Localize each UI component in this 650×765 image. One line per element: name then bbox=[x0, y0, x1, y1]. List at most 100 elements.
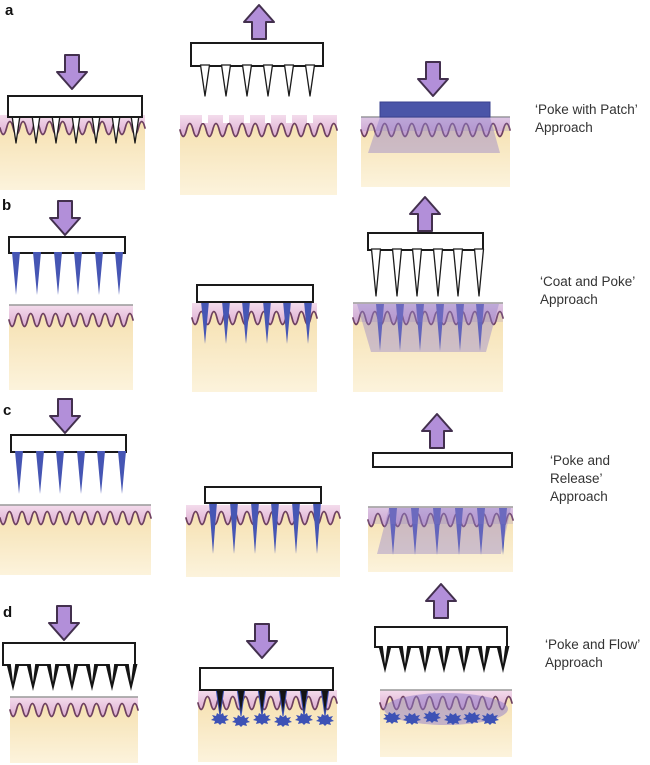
approach-label-d: ‘Poke and Flow’ Approach bbox=[545, 637, 641, 670]
hollow-needle bbox=[477, 646, 491, 673]
drug-diffusion-wash bbox=[368, 508, 513, 524]
drug-coated-needle bbox=[74, 252, 82, 295]
drug-coated-needle-array bbox=[12, 252, 123, 295]
skin-cross-section bbox=[191, 303, 318, 392]
row-letter-d: d bbox=[3, 604, 13, 621]
microneedle bbox=[473, 248, 485, 297]
dissolvable-needle bbox=[36, 451, 44, 494]
drug-diffusion-region bbox=[377, 508, 511, 554]
microneedle bbox=[304, 64, 316, 97]
microneedle bbox=[199, 64, 211, 97]
row-d-panel-1 bbox=[2, 605, 139, 763]
hollow-needle bbox=[65, 664, 79, 691]
microneedle-array bbox=[199, 64, 316, 97]
empty-patch bbox=[372, 452, 513, 468]
epidermis bbox=[353, 303, 503, 325]
epidermis-boundary bbox=[179, 122, 338, 138]
approach-label-a: ‘Poke with Patch’ Approach bbox=[535, 102, 638, 135]
dissolvable-needle bbox=[77, 451, 85, 494]
microneedle-patch bbox=[204, 486, 322, 504]
hollow-needle bbox=[418, 646, 432, 673]
up-arrow-icon bbox=[409, 196, 441, 232]
epidermis-boundary bbox=[191, 310, 318, 326]
row-letter-c: c bbox=[3, 402, 12, 419]
epidermis-boundary bbox=[8, 312, 134, 328]
drug-coated-needle bbox=[12, 252, 20, 295]
microneedle-patch bbox=[10, 434, 127, 453]
row-a-panel-1 bbox=[0, 54, 146, 190]
skin-cross-section-punctured bbox=[179, 114, 338, 195]
hollow-needle bbox=[437, 646, 451, 673]
skin-cross-section bbox=[367, 506, 514, 572]
microneedle-patch bbox=[196, 284, 314, 303]
dissolvable-needle bbox=[15, 451, 23, 494]
hollow-needle bbox=[46, 664, 60, 691]
row-c-panel-2 bbox=[185, 486, 341, 577]
microneedle-patch bbox=[190, 42, 324, 67]
hollow-needle bbox=[398, 646, 412, 673]
up-arrow-icon bbox=[421, 413, 453, 449]
row-d-panel-2 bbox=[197, 623, 338, 762]
puncture-holes bbox=[202, 114, 313, 123]
microneedle bbox=[432, 248, 444, 297]
hollow-needle bbox=[378, 646, 392, 673]
drug-coated-needle bbox=[115, 252, 123, 295]
drug-coated-needle bbox=[33, 252, 41, 295]
approach-label-c: ‘Poke and Release’ Approach bbox=[550, 453, 611, 504]
hollow-needle bbox=[85, 664, 99, 691]
epidermis-boundary bbox=[360, 122, 511, 138]
down-arrow-icon bbox=[246, 623, 278, 659]
drug-coated-needle bbox=[95, 252, 103, 295]
epidermis bbox=[10, 697, 139, 717]
epidermis bbox=[180, 115, 337, 137]
epidermis-boundary bbox=[9, 702, 139, 718]
skin-cross-section bbox=[9, 696, 139, 763]
microneedle-patch bbox=[8, 236, 126, 254]
epidermis bbox=[368, 507, 514, 527]
dissolvable-needle bbox=[56, 451, 64, 494]
drug-diffusion-wash bbox=[353, 304, 503, 322]
epidermis-boundary bbox=[0, 510, 152, 526]
dissolvable-needle bbox=[118, 451, 126, 494]
row-a-panel-2 bbox=[179, 4, 338, 195]
hollow-needle bbox=[496, 646, 510, 673]
skin-cross-section bbox=[8, 304, 134, 390]
dissolvable-needle-array bbox=[15, 451, 126, 494]
drug-patch bbox=[379, 101, 491, 118]
drug-diffusion-region bbox=[368, 117, 500, 153]
down-arrow-icon bbox=[49, 398, 81, 434]
microneedle bbox=[262, 64, 274, 97]
hollow-needle bbox=[6, 664, 20, 691]
microneedle bbox=[452, 248, 464, 297]
down-arrow-icon bbox=[49, 200, 81, 236]
microneedle bbox=[391, 248, 403, 297]
hollow-needle bbox=[457, 646, 471, 673]
row-c-panel-1 bbox=[0, 398, 152, 575]
microneedle-patch bbox=[199, 667, 334, 691]
row-letter-b: b bbox=[2, 197, 12, 214]
row-c-panel-3 bbox=[367, 413, 514, 572]
approach-label-b: ‘Coat and Poke’ Approach bbox=[540, 274, 636, 307]
row-b-panel-1 bbox=[8, 200, 134, 390]
hollow-needle bbox=[26, 664, 40, 691]
drug-coated-needle bbox=[54, 252, 62, 295]
microneedle-patch bbox=[7, 95, 143, 118]
hollow-needle-array bbox=[378, 646, 510, 673]
row-b-panel-2 bbox=[191, 284, 318, 392]
row-b-panel-3 bbox=[352, 196, 504, 392]
row-d-panel-3 bbox=[374, 583, 513, 757]
skin-cross-section bbox=[0, 115, 146, 190]
up-arrow-icon bbox=[243, 4, 275, 40]
microneedle-patch bbox=[2, 642, 136, 666]
drug-diffusion-region bbox=[357, 304, 499, 352]
hollow-needle bbox=[124, 664, 138, 691]
row-a-panel-3 bbox=[360, 61, 511, 187]
epidermis bbox=[186, 505, 340, 525]
up-arrow-icon bbox=[425, 583, 457, 619]
epidermis bbox=[9, 305, 133, 327]
epidermis bbox=[361, 117, 511, 137]
dissolvable-needle bbox=[97, 451, 105, 494]
down-arrow-icon bbox=[48, 605, 80, 641]
